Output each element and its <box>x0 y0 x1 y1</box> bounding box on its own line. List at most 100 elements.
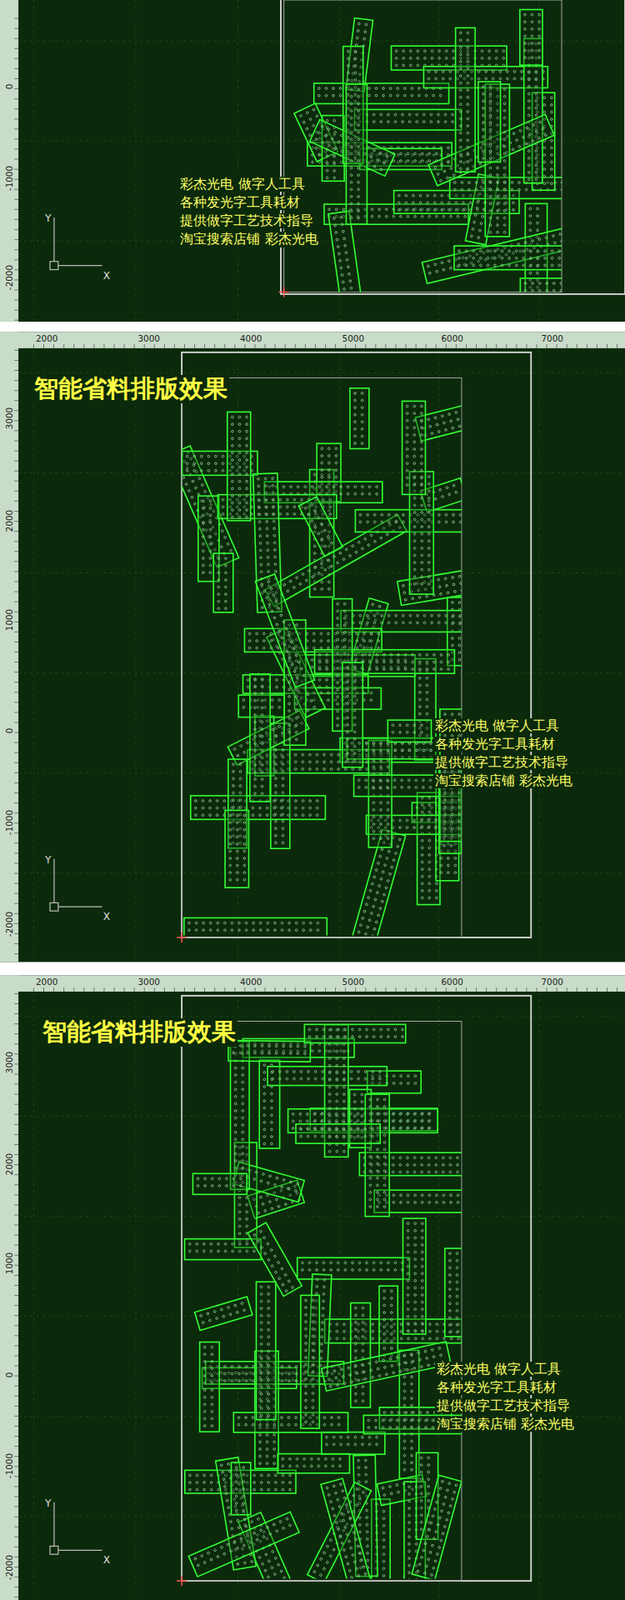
led-dot <box>202 542 205 545</box>
led-dot <box>425 705 429 709</box>
led-dot <box>376 914 380 917</box>
led-dot <box>275 679 279 682</box>
ruler-tick <box>244 344 245 349</box>
led-dot <box>440 857 443 860</box>
led-dot <box>347 272 350 275</box>
led-dot <box>459 581 461 585</box>
led-dot <box>550 250 554 253</box>
led-dot <box>535 100 538 103</box>
led-dot <box>503 230 506 234</box>
led-dot <box>543 110 546 114</box>
ruler-tick <box>14 219 19 220</box>
led-dot <box>335 560 340 565</box>
ruler-tick <box>103 344 105 349</box>
led-dot <box>325 162 329 165</box>
led-dot <box>544 256 547 260</box>
led-dot <box>340 273 344 276</box>
led-dot <box>420 860 424 864</box>
led-dot <box>486 250 490 253</box>
ruler-tick <box>275 987 276 992</box>
led-dot <box>543 175 546 178</box>
led-dot <box>310 485 314 489</box>
ruler-tick <box>14 289 19 290</box>
led-dot <box>375 492 379 495</box>
led-dot <box>503 180 506 184</box>
led-dot <box>442 268 445 271</box>
origin-mark <box>176 1575 187 1586</box>
ruler-tick <box>14 601 19 603</box>
ruler-tick <box>14 752 19 754</box>
ruler-tick <box>535 344 537 349</box>
ruler-tick <box>616 344 618 349</box>
ruler-tick <box>103 987 105 992</box>
led-dot <box>536 215 540 218</box>
led-dot <box>488 57 491 60</box>
led-dot <box>385 155 390 159</box>
ruler-tick <box>14 1556 19 1558</box>
led-dot <box>480 57 484 60</box>
led-dot <box>503 102 506 105</box>
ruler-tick <box>164 344 165 349</box>
led-dot <box>350 210 353 213</box>
led-dot <box>389 94 392 97</box>
led-dot <box>508 250 511 253</box>
led-dot <box>357 152 360 155</box>
led-dot <box>489 135 492 139</box>
led-dot <box>459 125 462 128</box>
led-dot <box>445 57 448 60</box>
led-dot <box>446 857 450 860</box>
led-dot <box>482 107 485 110</box>
led-dot <box>503 210 506 213</box>
led-dot <box>246 679 250 682</box>
led-dot <box>538 27 541 30</box>
ruler-tick <box>14 1225 19 1226</box>
letter-outlines <box>181 388 462 936</box>
led-dot <box>524 27 527 30</box>
led-dot <box>452 583 455 586</box>
led-dot <box>402 50 405 53</box>
ruler-tick <box>14 822 19 824</box>
letter-stroke <box>455 27 476 172</box>
led-dot <box>365 903 368 906</box>
ruler-tick <box>14 772 19 774</box>
led-dot <box>482 100 485 103</box>
led-dot <box>462 201 465 205</box>
led-dot <box>347 50 350 53</box>
led-dot <box>530 35 534 38</box>
led-dot <box>317 153 321 157</box>
led-dot <box>495 57 498 60</box>
led-dot <box>350 188 353 191</box>
led-dot <box>368 485 371 489</box>
led-dot <box>495 50 498 53</box>
led-dot <box>380 848 384 851</box>
led-dot <box>289 580 293 584</box>
led-dot <box>532 123 536 127</box>
letter-outlines <box>294 10 562 293</box>
led-dot <box>466 160 470 164</box>
led-dot <box>370 691 373 695</box>
led-dot <box>419 194 422 197</box>
led-dot <box>543 154 546 157</box>
ruler-tick <box>546 987 548 992</box>
led-dot <box>320 588 324 591</box>
led-dot <box>282 583 286 587</box>
led-dot <box>320 125 325 129</box>
led-dot <box>480 222 483 225</box>
led-dot <box>357 930 360 934</box>
ruler-tick <box>14 320 19 321</box>
ruler-tick <box>14 671 19 673</box>
led-dot <box>520 70 524 74</box>
led-dot <box>503 202 506 205</box>
ruler-tick <box>405 987 407 992</box>
led-dot <box>340 492 343 495</box>
led-dot <box>347 65 350 68</box>
led-dot <box>466 131 470 135</box>
ruler-tick <box>14 68 19 70</box>
led-dot <box>408 113 411 116</box>
led-dot <box>382 94 385 97</box>
led-dot <box>415 113 419 116</box>
cad-panel <box>0 975 625 1600</box>
led-dot <box>524 13 527 16</box>
led-dot <box>503 224 506 227</box>
led-dot <box>466 31 470 35</box>
